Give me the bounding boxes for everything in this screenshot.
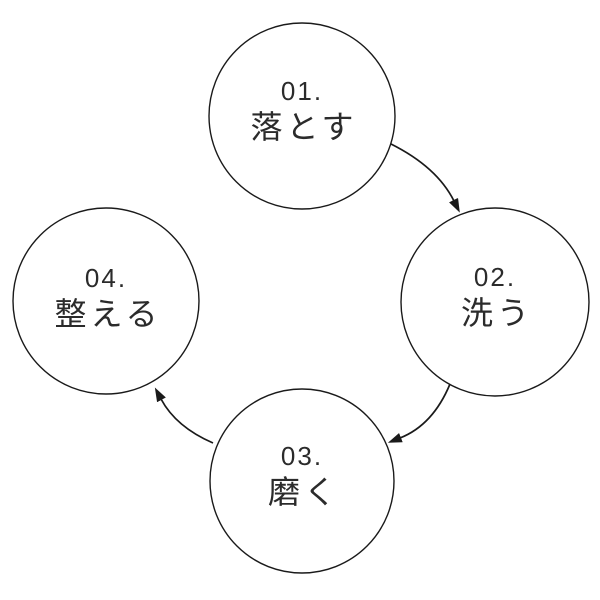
step-4-number: 04. [85,263,127,293]
arrow-step2-to-step3-icon [387,383,451,443]
step-1: 01. 落とす [208,22,396,210]
step-2-circle [400,207,590,397]
step-1-number: 01. [281,76,323,106]
step-2: 02. 洗う [400,207,590,397]
arrow-step1-to-step2-icon [390,143,460,213]
step-4-label: 整える [54,296,161,332]
step-1-circle [208,22,396,210]
step-3-label: 磨く [268,474,340,510]
arrow-step3-to-step4-icon [154,387,214,444]
step-2-number: 02. [474,262,516,292]
step-2-label: 洗う [461,295,533,331]
step-3: 03. 磨く [209,388,395,574]
step-1-label: 落とす [250,109,357,145]
step-3-number: 03. [281,441,323,471]
step-4: 04. 整える [12,207,200,395]
step-3-circle [209,388,395,574]
step-4-circle [12,207,200,395]
